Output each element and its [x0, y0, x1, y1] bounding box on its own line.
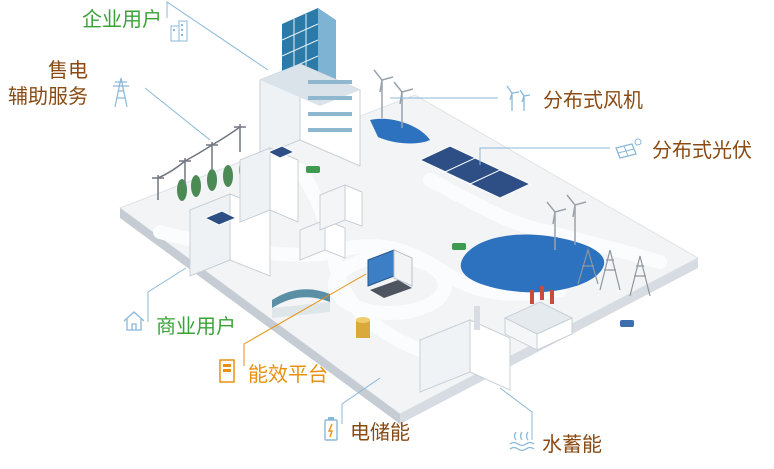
building-icon: [170, 20, 188, 42]
transmission-towers: [577, 247, 651, 297]
label-distributed-pv: 分布式光伏: [652, 138, 752, 162]
label-enterprise-users: 企业用户: [82, 7, 162, 31]
label-distributed-wind: 分布式风机: [543, 88, 643, 112]
water-heat-icon: [509, 431, 535, 452]
energy-platform-computer: [367, 249, 413, 298]
label-ancillary-services: 辅助服务: [8, 84, 88, 108]
vehicles: [306, 166, 634, 327]
label-thermal-storage: 水蓄能: [542, 432, 602, 456]
office-buildings: [189, 63, 361, 277]
greenhouse: [272, 289, 330, 318]
houses: [299, 184, 363, 261]
leader-lines: [144, 1, 610, 440]
label-power-sales: 售电: [48, 58, 88, 82]
factories: [419, 286, 574, 393]
power-pylon-icon: [113, 77, 129, 108]
house-icon: [123, 311, 145, 331]
label-battery-storage: 电储能: [350, 420, 410, 444]
label-commercial-users: 商业用户: [156, 314, 236, 338]
lake: [370, 118, 605, 293]
battery-icon: [324, 417, 338, 441]
wind-turbine-icon: [506, 85, 531, 111]
battery-storage: [356, 317, 370, 338]
cabinet-icon: [219, 359, 235, 383]
power-poles: [152, 124, 246, 200]
solar-panel-icon: [615, 138, 642, 159]
label-energy-platform: 能效平台: [248, 362, 328, 386]
solar-arrays: [203, 145, 532, 226]
